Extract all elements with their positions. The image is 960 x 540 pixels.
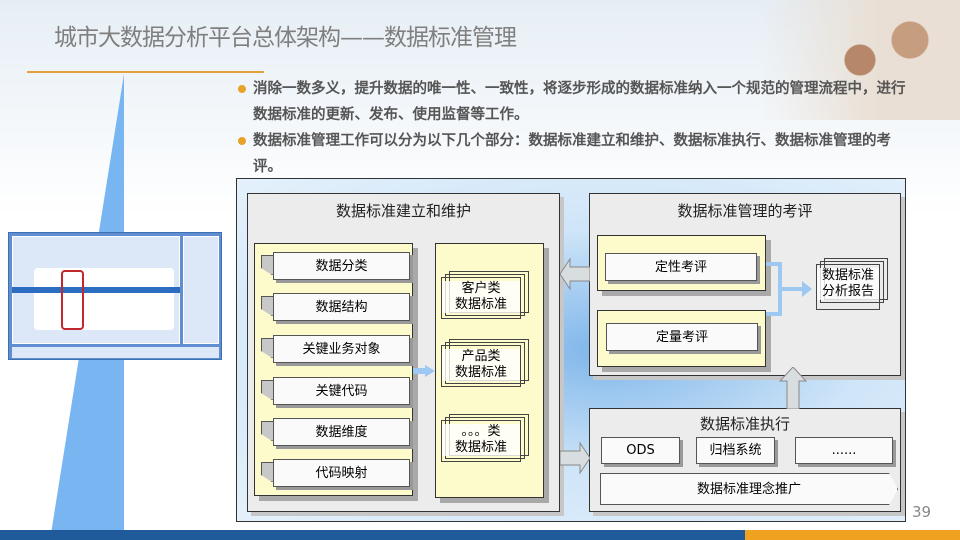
execute-title: 数据标准执行 (699, 415, 790, 433)
quantitative-eval: 定量考评 (606, 323, 758, 351)
system-ods: ODS (601, 437, 680, 464)
build-item: 数据结构 (273, 293, 410, 321)
footer-bar-orange (745, 530, 960, 540)
build-item: 数据维度 (273, 418, 410, 446)
evaluate-panel: 数据标准管理的考评 定性考评 定量考评 数据标准分析报告 (589, 193, 901, 376)
page-title: 城市大数据分析平台总体架构——数据标准管理 (54, 25, 517, 51)
evaluate-title: 数据标准管理的考评 (677, 202, 813, 220)
promote-banner: 数据标准理念推广 (600, 473, 898, 505)
build-title: 数据标准建立和维护 (335, 202, 471, 220)
footer-bar-blue (0, 530, 745, 540)
doc-line: 。。。类 (442, 424, 520, 440)
build-item: 关键代码 (273, 377, 410, 405)
build-item: 关键业务对象 (273, 335, 410, 363)
bullet-item: 数据标准管理工作可以分为以下几个部分：数据标准建立和维护、数据标准执行、数据标准… (238, 128, 908, 180)
doc-line: 客户类 (442, 281, 520, 297)
doc-line: 数据标准 (442, 297, 520, 313)
quantitative-panel: 定量考评 (597, 310, 766, 367)
doc-line: 数据标准 (442, 440, 520, 456)
header-photo (760, 0, 960, 120)
build-item: 数据分类 (273, 252, 410, 280)
merge-arrow-icon (766, 262, 812, 316)
arrow-left-icon (560, 257, 590, 291)
qualitative-eval: 定性考评 (605, 253, 757, 281)
arrow-right-small-icon (413, 365, 435, 377)
doc-line: 数据标准 (442, 365, 520, 381)
build-item: 代码映射 (273, 459, 410, 487)
architecture-thumbnail (8, 232, 222, 360)
data-standard-diagram: 数据标准建立和维护 数据分类数据结构关键业务对象关键代码数据维度代码映射客户类数… (236, 178, 906, 522)
page-number: 39 (912, 503, 932, 521)
report-line: 分析报告 (817, 284, 879, 300)
system-archive: 归档系统 (696, 437, 775, 464)
arrow-right-icon (560, 441, 590, 475)
bullet-list: 消除一数多义，提升数据的唯一性、一致性，将逐步形成的数据标准纳入一个规范的管理流… (238, 76, 908, 180)
execute-panel: 数据标准执行 ODS 归档系统 ...... 数据标准理念推广 (589, 408, 901, 512)
report-line: 数据标准 (817, 268, 879, 284)
report-doc: 数据标准分析报告 (816, 258, 888, 310)
doc-line: 产品类 (442, 349, 520, 365)
build-items-column (254, 243, 413, 496)
bullet-item: 消除一数多义，提升数据的唯一性、一致性，将逐步形成的数据标准纳入一个规范的管理流… (238, 76, 908, 128)
qualitative-panel: 定性考评 (597, 235, 766, 291)
system-more: ...... (795, 437, 893, 464)
title-divider (27, 71, 264, 73)
arrow-up-icon (778, 367, 808, 409)
